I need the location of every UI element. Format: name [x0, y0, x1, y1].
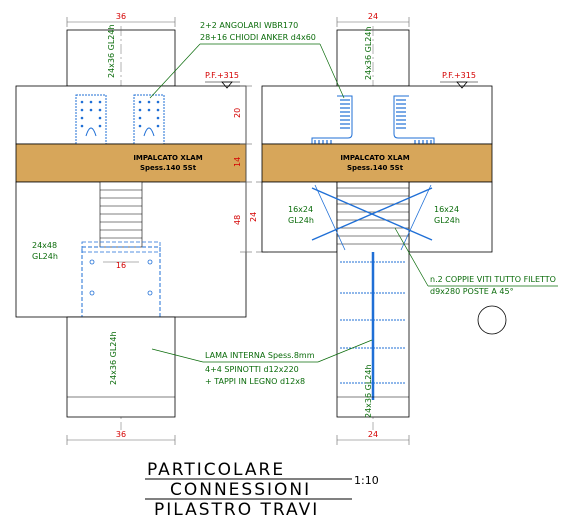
angles-label-1: 2+2 ANGOLARI WBR170 — [200, 21, 298, 30]
left-lower-column — [66, 316, 176, 418]
screws-label-1: n.2 COPPIE VITI TUTTO FILETTO — [430, 275, 556, 284]
dim-label-20: 20 — [233, 108, 242, 118]
left-beam-label-1: 24x48 — [32, 241, 57, 250]
angles-annotation: 2+2 ANGOLARI WBR170 28+16 CHIODI ANKER d… — [149, 21, 345, 99]
dim-label-right-top: 24 — [368, 12, 378, 21]
right-top-column-label: 24x36 GL24h — [364, 26, 373, 80]
inclined-screws — [311, 184, 433, 251]
left-view: 36 24x36 GL24h — [15, 12, 247, 445]
title-line-1: PARTICOLARE — [147, 460, 285, 480]
left-elevation-mark: P.F.+315 — [205, 71, 240, 89]
title-line-2: CONNESSIONI — [170, 480, 311, 500]
left-top-column-label: 24x36 GL24h — [107, 24, 116, 78]
right-slab-label-2: Spess.140 5St — [347, 164, 404, 172]
screws-label-2: d9x280 POSTE A 45° — [430, 287, 514, 296]
dim-left-bottom: 36 — [66, 430, 176, 445]
plate-label-1: LAMA INTERNA Spess.8mm — [205, 351, 315, 360]
left-upper-band — [15, 85, 247, 145]
title-line-3: PILASTRO TRAVI — [154, 500, 319, 520]
right-upper-band — [261, 85, 493, 145]
dim-right-bottom: 24 — [336, 430, 410, 445]
right-view: 24 24x36 GL24h — [261, 12, 507, 445]
right-side-beam-right — [408, 181, 493, 253]
left-beam-label-2: GL24h — [32, 252, 58, 261]
dim-plate-16: 16 — [103, 261, 139, 270]
plate-annotation: LAMA INTERNA Spess.8mm 4+4 SPINOTTI d12x… — [151, 339, 373, 386]
right-slab-label-1: IMPALCATO XLAM — [340, 154, 409, 162]
right-right-beam-label-2: GL24h — [434, 216, 460, 225]
dim-label-48: 48 — [233, 215, 242, 225]
left-xlam-slab — [15, 143, 247, 183]
dim-label-left-bottom: 36 — [116, 430, 126, 439]
dim-label-14: 14 — [233, 157, 242, 167]
dim-label-plate: 16 — [116, 261, 126, 270]
angles-label-2: 28+16 CHIODI ANKER d4x60 — [200, 33, 316, 42]
dim-left-top: 36 — [66, 12, 176, 27]
right-bottom-column-label: 24x36 GL24h — [364, 364, 373, 418]
plate-label-2: 4+4 SPINOTTI d12x220 — [205, 365, 299, 374]
left-screw-block — [99, 181, 143, 248]
right-elevation-label: P.F.+315 — [442, 71, 476, 80]
left-slab-label-2: Spess.140 5St — [140, 164, 197, 172]
left-slab-label-1: IMPALCATO XLAM — [133, 154, 202, 162]
dim-label-right-bottom: 24 — [368, 430, 378, 439]
dim-label-24: 24 — [249, 212, 258, 222]
section-symbol — [477, 305, 507, 335]
dim-label-left-top: 36 — [116, 12, 126, 21]
dim-right-top: 24 — [336, 12, 410, 27]
left-elevation-label: P.F.+315 — [205, 71, 239, 80]
right-left-beam-label-2: GL24h — [288, 216, 314, 225]
right-right-beam-label-1: 16x24 — [434, 205, 459, 214]
title-scale: 1:10 — [354, 474, 379, 487]
left-bottom-column-label: 24x36 GL24h — [109, 331, 118, 385]
right-xlam-slab — [261, 143, 493, 183]
title-block: PARTICOLARE CONNESSIONI PILASTRO TRAVI 1… — [145, 460, 379, 520]
right-left-beam-label-1: 16x24 — [288, 205, 313, 214]
right-elevation-mark: P.F.+315 — [440, 71, 478, 89]
screws-annotation: n.2 COPPIE VITI TUTTO FILETTO d9x280 POS… — [394, 227, 558, 296]
plate-label-3: + TAPPI IN LEGNO d12x8 — [205, 377, 305, 386]
